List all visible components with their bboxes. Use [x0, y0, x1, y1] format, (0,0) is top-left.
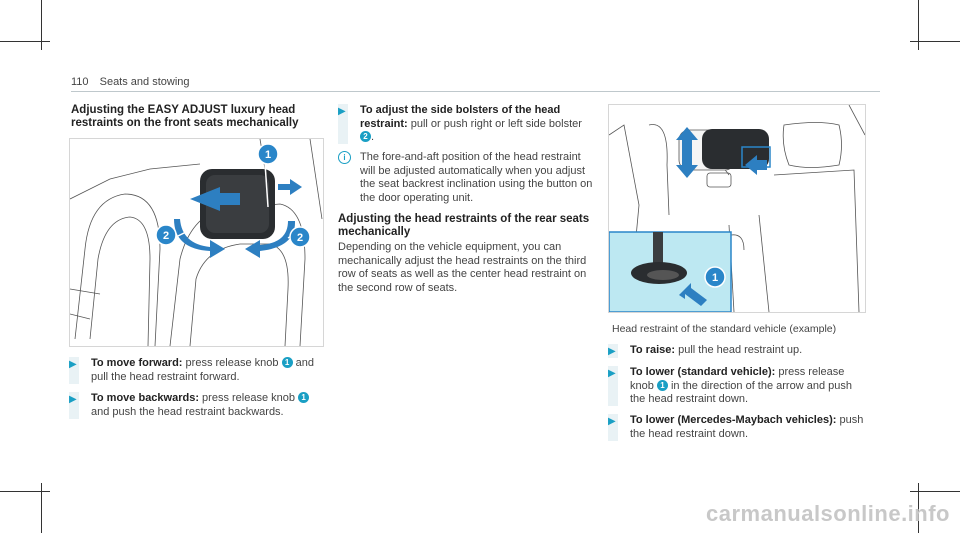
callout-label: 2 [297, 232, 303, 244]
crop-mark [0, 41, 50, 42]
rear-seat-figure: 1 [608, 104, 866, 313]
callout-label: 1 [712, 272, 718, 284]
step-text: To adjust the side bolsters of the head … [360, 104, 594, 145]
step-text-a: pull or push right or left side bolster [407, 117, 582, 130]
header-rule [71, 91, 880, 92]
callout-2-icon: 2 [289, 226, 311, 248]
arrow-right-icon: ▶ [69, 359, 77, 370]
page-number: 110 [71, 76, 89, 88]
crop-mark [918, 483, 919, 533]
crop-mark [0, 491, 50, 492]
info-icon: i [338, 151, 351, 164]
info-text: The fore-and-aft position of the head re… [360, 151, 593, 204]
step-label: To move forward: [91, 357, 183, 369]
step-text-a: press release knob [630, 366, 845, 392]
callout-label: 1 [265, 149, 271, 161]
step-text-b: and pull the head restraint forward. [91, 357, 314, 383]
step-text: To lower (Mercedes-Maybach vehicles): pu… [630, 414, 864, 441]
step-bar [69, 392, 79, 419]
step-raise: ▶ To raise: pull the head restraint up. [608, 344, 864, 358]
crop-mark [910, 491, 960, 492]
step-text: To move backwards: press release knob 1 … [91, 392, 325, 419]
step-text: To move forward: press release knob 1 an… [91, 357, 325, 384]
step-lower-standard: ▶ To lower (standard vehicle): press rel… [608, 366, 864, 406]
step-bar [608, 344, 618, 358]
step-bar [338, 104, 348, 144]
step-text: To lower (standard vehicle): press relea… [630, 366, 864, 407]
arrow-right-icon: ▶ [608, 346, 616, 357]
front-seat-figure: 1 2 2 [69, 138, 324, 347]
step-bar [608, 414, 618, 441]
step-text-a: press release knob [199, 392, 299, 404]
callout-number: 1 [281, 357, 293, 368]
step-label: To raise: [630, 344, 676, 356]
callout-1-icon: 1 [257, 143, 279, 165]
step-label: To lower (Mercedes-Maybach vehicles): [630, 414, 837, 426]
step-bar [608, 366, 618, 406]
callout-number: 1 [656, 379, 668, 391]
step-text-a: press release knob [182, 357, 282, 369]
step-text-b: and push the head restraint backwards. [91, 405, 284, 418]
arrow-right-icon: ▶ [608, 416, 616, 427]
callout-2-icon: 2 [155, 224, 177, 246]
rear-seats-heading: Adjusting the head restraints of the rea… [338, 213, 590, 238]
page-header: 110 Seats and stowing [71, 76, 190, 88]
front-headrest-illustration: 1 2 2 [70, 139, 323, 346]
section-title: Seats and stowing [99, 76, 190, 88]
figure-caption: Head restraint of the standard vehicle (… [612, 323, 837, 335]
crop-mark [918, 0, 919, 50]
step-text-a: pull the head restraint up. [675, 344, 803, 356]
arrow-right-icon: ▶ [608, 368, 616, 379]
step-text: To raise: pull the head restraint up. [630, 344, 864, 358]
step-bar [69, 357, 79, 384]
crop-mark [41, 0, 42, 50]
info-note: i The fore-and-aft position of the head … [338, 151, 594, 205]
arrow-right-icon: ▶ [338, 106, 346, 117]
step-label: To move backwards: [91, 392, 199, 404]
step-text-b: in the direction of the arrow and push t… [630, 379, 852, 406]
watermark: carmanualsonline.info [706, 501, 950, 526]
section-heading: Adjusting the EASY ADJUST luxury head re… [71, 104, 299, 129]
step-side-bolsters: ▶ To adjust the side bolsters of the hea… [338, 104, 594, 144]
rear-headrest-illustration: 1 [609, 105, 865, 312]
callout-number: 1 [298, 392, 310, 403]
crop-mark [41, 483, 42, 533]
callout-label: 2 [163, 230, 169, 242]
step-move-forward: ▶ To move forward: press release knob 1 … [69, 357, 325, 384]
step-label: To adjust the side bolsters of the head … [360, 104, 561, 130]
step-lower-maybach: ▶ To lower (Mercedes-Maybach vehicles): … [608, 414, 864, 441]
callout-number: 2 [360, 131, 371, 142]
step-text-b: . [371, 131, 375, 143]
crop-mark [910, 41, 960, 42]
rear-seats-paragraph: Depending on the vehicle equipment, you … [338, 241, 587, 294]
step-label: To lower (standard vehicle): [630, 366, 776, 378]
step-text-a: push the head restraint down. [630, 414, 864, 440]
callout-1-icon: 1 [704, 266, 726, 288]
arrow-right-icon: ▶ [69, 394, 77, 405]
step-move-backwards: ▶ To move backwards: press release knob … [69, 392, 325, 419]
